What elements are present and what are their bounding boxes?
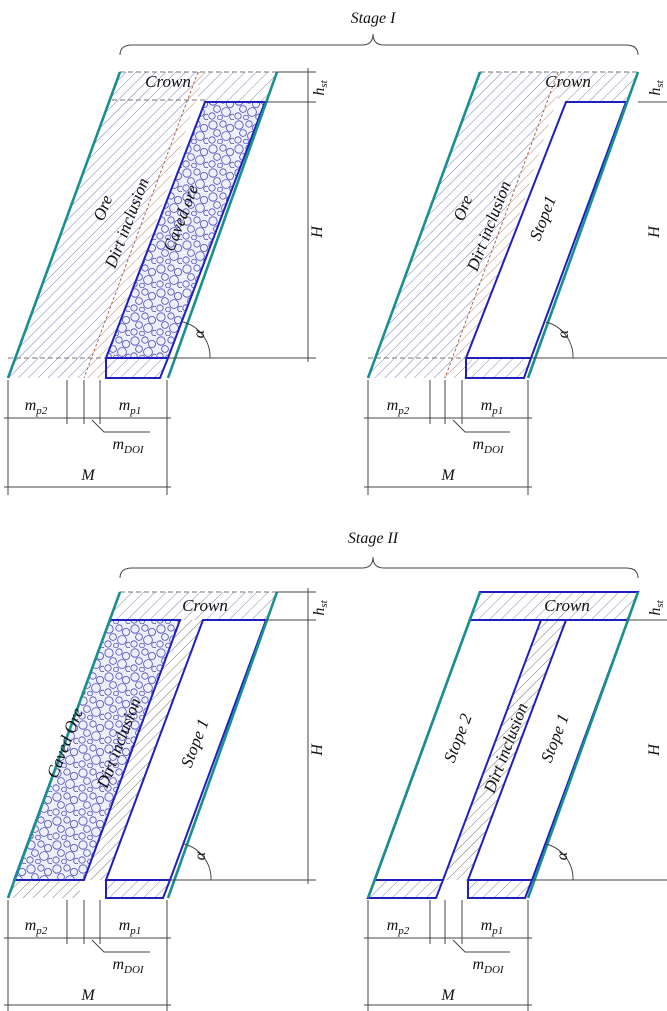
ore-footwall-edge [366, 591, 482, 899]
m-doi-label: mDOI [472, 956, 504, 976]
ore-footwall-edge [6, 71, 122, 379]
bottom-pillar-right [105, 879, 172, 899]
stage-1-right-dims: mp2 mp1 mDOI M [364, 380, 532, 495]
crown-height-label: hst [311, 599, 330, 615]
bottom-pillar-left [8, 880, 84, 898]
angle-label: α [192, 851, 209, 860]
m-p1-label: mp1 [481, 917, 504, 937]
m-p2-label: mp2 [387, 917, 410, 937]
crown-zone [110, 592, 277, 620]
bottom-pillar-right [467, 879, 534, 899]
m-p1-label: mp1 [481, 397, 504, 417]
stage-1-left-dims: mp2 mp1 mDOI M [4, 380, 171, 495]
crown-zone [198, 72, 277, 102]
dirt-inclusion-zone [84, 620, 203, 880]
height-label: H [646, 225, 663, 239]
dirt-inclusion-zone [84, 72, 205, 378]
m-p1-label: mp1 [119, 917, 142, 937]
ore-zone [368, 72, 558, 378]
crown-label: Crown [544, 596, 590, 615]
m-p2-label: mp2 [25, 397, 48, 417]
m-doi-label: mDOI [112, 956, 144, 976]
M-label: M [440, 467, 456, 484]
ore-hangingwall-edge [526, 591, 640, 899]
dirt-boundary [83, 71, 199, 379]
stage-2-right-panel: Crown Stope 2 Dirt inclusion Stope 1 H h… [366, 591, 667, 899]
angle-label: α [555, 329, 572, 338]
angle-arc [182, 321, 211, 359]
m-p1-label: mp1 [119, 397, 142, 417]
stage-2-left-panel: Crown Caved Ore Dirt inclusion Stope 1 H… [6, 588, 330, 899]
stage-2-brace [119, 556, 639, 579]
stage-2-right-dims: mp2 mp1 mDOI M [364, 900, 532, 1011]
angle-label: α [554, 851, 571, 860]
stage-1-right-panel: Crown Ore Dirt inclusion Stope1 H hst α [366, 71, 667, 379]
stage-2-left-dims: mp2 mp1 mDOI M [4, 900, 171, 1011]
M-label: M [80, 467, 96, 484]
m-doi-label: mDOI [112, 436, 144, 456]
stage-1-brace [119, 33, 639, 56]
crown-label: Crown [545, 72, 591, 91]
ore-footwall-edge [366, 71, 482, 379]
ore-hangingwall-edge [166, 71, 279, 379]
crown-zone [558, 72, 638, 102]
M-label: M [440, 987, 456, 1004]
crown-height-label: hst [311, 79, 330, 95]
crown-label: Crown [145, 72, 191, 91]
stage-1-title: Stage I [351, 10, 397, 27]
height-label: H [309, 225, 326, 239]
stage-1: Stage I Crown Ore Dirt inclusion Caved o… [4, 10, 667, 495]
stage-2-title: Stage II [348, 530, 399, 547]
dirt-inclusion-zone [443, 620, 566, 880]
dirt-inclusion-zone [445, 72, 566, 378]
bottom-pillar-left [366, 879, 445, 899]
angle-arc [545, 321, 574, 359]
ore-hangingwall-edge [166, 591, 279, 899]
height-label: H [646, 743, 663, 757]
ore-hangingwall-edge [526, 71, 640, 379]
bottom-pillar [465, 357, 533, 379]
crown-label: Crown [182, 596, 228, 615]
height-label: H [309, 743, 326, 757]
ore-zone [8, 72, 198, 378]
M-label: M [80, 987, 96, 1004]
angle-arc [183, 843, 212, 881]
angle-arc [545, 843, 574, 881]
m-doi-label: mDOI [472, 436, 504, 456]
bottom-pillar [105, 357, 170, 379]
m-p2-label: mp2 [25, 917, 48, 937]
crown-height-label: hst [647, 599, 666, 615]
crown-height-label: hst [647, 79, 666, 95]
stage-2: Stage II Crown Caved Ore Dirt inclusion … [4, 530, 667, 1011]
angle-label: α [191, 329, 208, 338]
m-p2-label: mp2 [387, 397, 410, 417]
stage-1-left-panel: Crown Ore Dirt inclusion Caved ore H hst… [6, 68, 330, 379]
dirt-boundary [444, 71, 559, 379]
ore-footwall-edge [6, 591, 122, 899]
